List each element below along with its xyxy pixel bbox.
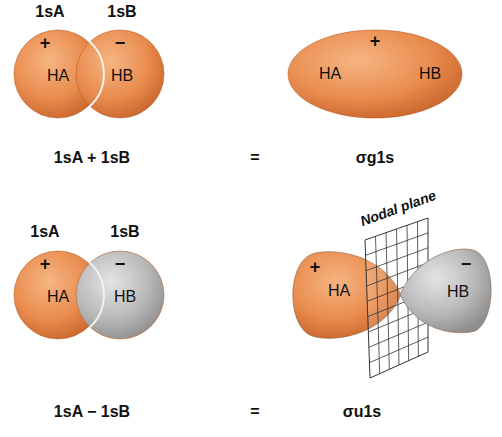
overlap-edge <box>89 41 104 107</box>
phase-sign: + <box>310 258 321 276</box>
atom-label: HB <box>111 68 133 84</box>
orbital-label: = <box>250 404 259 420</box>
orbital-label: = <box>250 150 259 166</box>
antibonding-lobe: + HA <box>287 247 403 343</box>
orbital-circle-negative: − HB <box>75 250 165 340</box>
atom-label: HA <box>47 289 69 305</box>
orbital-label: 1sA <box>30 224 59 240</box>
atom-label: HB <box>114 289 136 305</box>
phase-sign: − <box>461 255 472 273</box>
orbital-fill <box>400 249 491 333</box>
atom-label: HA <box>328 283 350 299</box>
antibonding-lobe-negative: − HB <box>398 244 496 336</box>
orbital-label: 1sB <box>107 4 136 20</box>
orbital-fill <box>76 251 164 339</box>
orbital-label: σu1s <box>343 404 382 420</box>
orbital-label: 1sA − 1sB <box>54 404 130 420</box>
phase-sign: − <box>115 34 126 52</box>
orbital-label: 1sA <box>35 4 64 20</box>
orbital-label: 1sB <box>110 224 139 240</box>
phase-sign: + <box>370 32 381 50</box>
orbital-fill <box>288 30 462 118</box>
overlap-edge <box>89 262 104 328</box>
bonding-orbital: + HA HB <box>287 29 463 119</box>
phase-sign: − <box>115 255 126 273</box>
atom-label: HA <box>319 66 341 82</box>
orbital-circle: − HB <box>75 29 165 119</box>
atom-label: HA <box>47 68 69 84</box>
orbital-label: σg1s <box>356 150 395 166</box>
orbital-label: 1sA + 1sB <box>54 150 130 166</box>
orbital-fill <box>76 30 164 118</box>
atom-label: HB <box>447 284 469 300</box>
atom-label: HB <box>419 66 441 82</box>
phase-sign: + <box>40 255 51 273</box>
phase-sign: + <box>40 34 51 52</box>
